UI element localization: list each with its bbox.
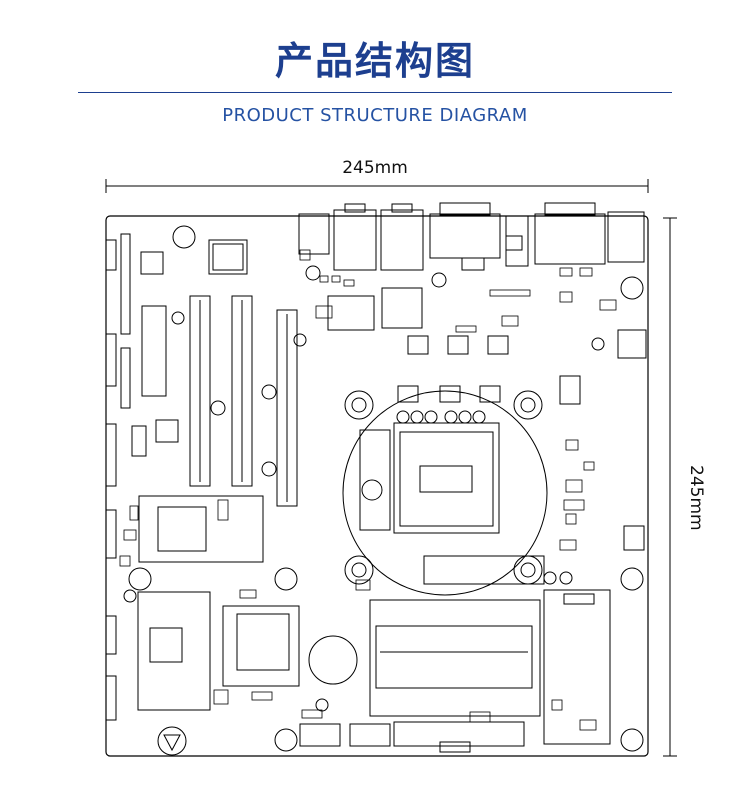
vrm-capacitors	[123, 265, 605, 712]
title-divider	[78, 92, 672, 93]
page-subtitle: PRODUCT STRUCTURE DIAGRAM	[222, 105, 528, 126]
mini-pcie-area	[543, 589, 611, 745]
left-edge-headers	[105, 233, 131, 721]
chipset-blocks	[138, 287, 423, 563]
small-components	[119, 249, 617, 731]
cmos-battery	[308, 635, 358, 685]
expansion-slot	[369, 599, 541, 753]
bottom-connectors	[299, 723, 391, 747]
rear-io-connectors	[298, 202, 645, 271]
mounting-holes	[128, 225, 644, 752]
width-dimension-line	[105, 179, 649, 193]
page-title: 产品结构图	[274, 39, 475, 83]
standoff-bottom-left	[157, 726, 187, 756]
board-outline	[105, 215, 649, 757]
upper-left-chips	[131, 239, 248, 457]
side-connectors	[559, 329, 647, 551]
width-dimension-label: 245mm	[342, 158, 408, 178]
lower-left-chips	[137, 591, 300, 711]
memory-slots	[141, 295, 298, 507]
cpu-socket	[342, 390, 548, 596]
height-dimension-line	[663, 217, 677, 757]
